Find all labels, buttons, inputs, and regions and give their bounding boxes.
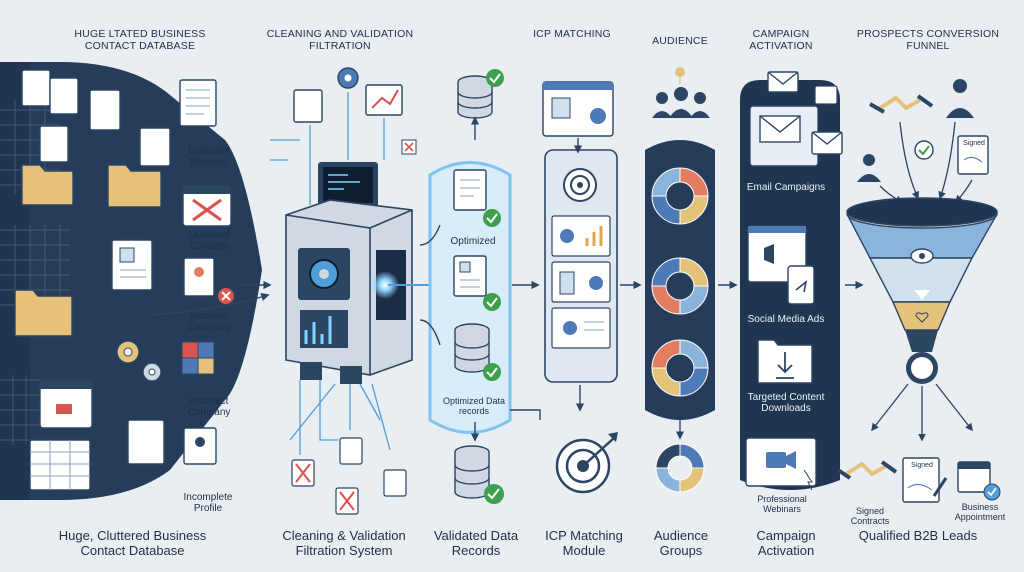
channel-label: Social Media Ads <box>747 314 825 325</box>
header-audience: AUDIENCE <box>652 35 708 47</box>
handshake-icon <box>869 94 934 114</box>
connector-arrows <box>149 280 272 316</box>
database-icon <box>457 69 504 119</box>
cleaning-input-icons <box>293 67 417 155</box>
header-icp: ICP MATCHING <box>533 28 611 40</box>
email-icon <box>749 71 843 167</box>
header-funnel: PROSPECTS CONVERSION FUNNEL <box>856 28 1000 52</box>
signed-tag: Signed <box>963 140 985 147</box>
header-database: HUGE LTATED BUSINESS CONTACT DATABASE <box>74 28 206 52</box>
signed-document-icon <box>957 135 989 175</box>
webinar-icon <box>745 437 817 491</box>
donut-chart <box>651 167 709 225</box>
profile-card-icon <box>111 239 234 465</box>
filtration-machine <box>285 162 413 384</box>
audience-people-icon <box>652 67 710 118</box>
issue-label: Incomplete Profile <box>183 492 233 515</box>
header-campaign: CAMPAIGN ACTIVATION <box>749 28 813 52</box>
issue-label: Incorrect Company <box>187 396 231 419</box>
donut-chart <box>651 339 709 397</box>
optimized-records-label: Optimized Data records <box>442 396 506 417</box>
header-cleaning: CLEANING AND VALIDATION FILTRATION <box>266 28 414 52</box>
puzzle-icon <box>181 341 215 375</box>
rejected-records <box>291 437 407 515</box>
connector-arrows <box>871 383 973 442</box>
target-icon <box>563 168 597 202</box>
issue-label: Outdated Contacts <box>188 230 230 253</box>
issue-label: Incorrect Company <box>187 311 231 334</box>
folder-icon <box>14 164 162 337</box>
outcome-label: Signed Contracts <box>850 506 890 527</box>
connector-arrows <box>419 224 540 346</box>
footer-cleaning: Cleaning & Validation Filtration System <box>282 528 406 558</box>
donut-chart <box>655 443 705 493</box>
channel-label: Professional Webinars <box>757 494 807 515</box>
outcome-label: Business Appointment <box>954 502 1006 523</box>
footer-database: Huge, Cluttered Business Contact Databas… <box>58 528 207 558</box>
calendar-icon <box>29 379 93 491</box>
issue-label: Duplicate Records <box>188 146 230 169</box>
channel-label: Email Campaigns <box>746 182 826 193</box>
footer-audience: Audience Groups <box>653 528 709 558</box>
check-icon <box>914 140 934 160</box>
database-icon <box>454 323 501 381</box>
optimized-label: Optimized <box>450 236 496 247</box>
signed-document-icon <box>902 457 948 503</box>
connector-arrows <box>510 409 541 420</box>
icp-profile-window <box>542 81 614 137</box>
calendar-error-icon <box>182 185 232 227</box>
footer-validated: Validated Data Records <box>433 528 519 558</box>
channel-label: Targeted Content Downloads <box>747 392 825 415</box>
target-icon <box>555 432 618 494</box>
conversion-funnel <box>846 197 998 384</box>
footer-icp: ICP Matching Module <box>545 528 623 558</box>
signed-tag: Signed <box>911 462 933 469</box>
social-media-icon <box>747 225 815 305</box>
footer-leads: Qualified B2B Leads <box>858 528 978 543</box>
person-icon <box>857 79 974 182</box>
optimized-document <box>453 169 501 311</box>
document-pile <box>21 69 217 167</box>
handshake-icon <box>836 460 898 480</box>
database-icon <box>454 445 504 504</box>
appointment-calendar-icon <box>957 461 1001 501</box>
donut-chart <box>651 257 709 315</box>
download-folder-icon <box>757 339 813 384</box>
icp-criteria-card <box>551 215 611 349</box>
footer-campaign: Campaign Activation <box>756 528 816 558</box>
gear-icon <box>116 340 162 382</box>
data-wires <box>270 92 391 455</box>
